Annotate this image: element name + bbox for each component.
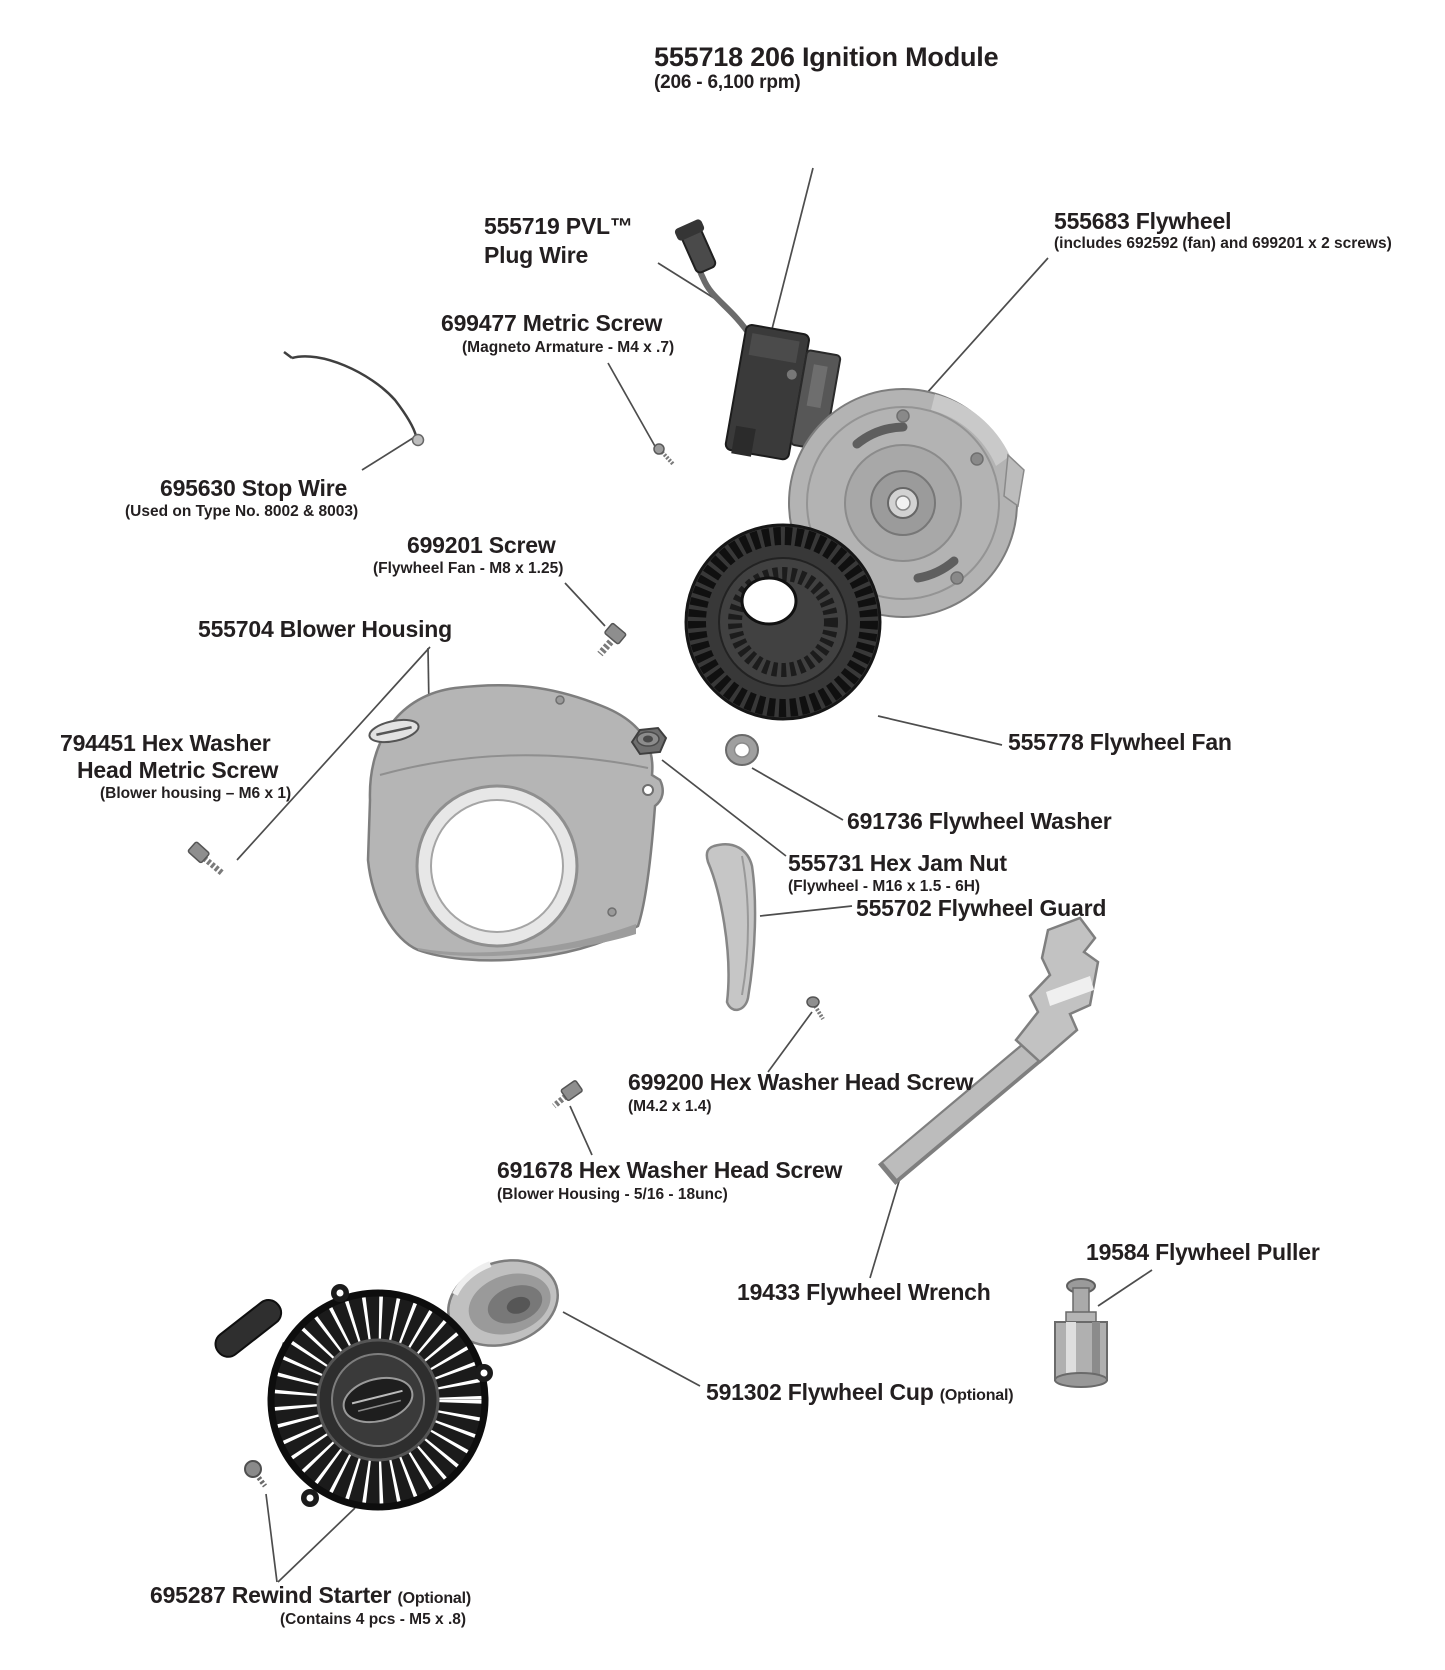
label-hex-jam-nut-sub: (Flywheel - M16 x 1.5 - 6H) bbox=[788, 878, 981, 895]
leader-lines bbox=[236, 167, 1153, 1583]
label-rewind-starter: 695287 Rewind Starter (Optional) bbox=[150, 1583, 471, 1608]
flywheel-puller-drawing bbox=[1054, 1278, 1108, 1388]
label-flywheel-fan: 555778 Flywheel Fan bbox=[1008, 729, 1232, 755]
leader-flywheel-puller bbox=[1097, 1269, 1153, 1307]
blower-housing-drawing bbox=[366, 683, 664, 962]
leader-flywheel-guard bbox=[759, 905, 853, 917]
label-flywheel: 555683 Flywheel bbox=[1054, 208, 1232, 234]
leader-screw-691678 bbox=[569, 1105, 593, 1156]
leader-rewind-starter bbox=[277, 1507, 356, 1583]
screw-699477-drawing bbox=[653, 443, 675, 466]
leader-hex-jam-nut bbox=[661, 759, 787, 857]
label-plug-wire-line2: Plug Wire bbox=[484, 242, 589, 268]
diagram-title: 555718 206 Ignition Module bbox=[654, 42, 999, 72]
hex-jam-nut-drawing bbox=[630, 726, 668, 756]
leader-plug-wire bbox=[657, 262, 718, 301]
ignition-module-drawing bbox=[674, 219, 842, 461]
leader-stop-wire bbox=[361, 437, 414, 471]
rewind-starter-drawing bbox=[214, 1284, 493, 1511]
leader-screw-699477 bbox=[607, 362, 657, 449]
leader-flywheel-cup bbox=[562, 1311, 701, 1387]
leader-flywheel-fan bbox=[877, 715, 1003, 746]
leader-flywheel-wrench bbox=[869, 1177, 901, 1279]
label-flywheel-cup-text: 591302 Flywheel Cup bbox=[706, 1379, 934, 1405]
screw-699200-drawing bbox=[806, 996, 825, 1021]
flywheel-wrench-drawing bbox=[877, 916, 1100, 1186]
label-flywheel-wrench: 19433 Flywheel Wrench bbox=[737, 1279, 991, 1305]
label-rewind-starter-sub: (Contains 4 pcs - M5 x .8) bbox=[280, 1611, 467, 1628]
leader-flywheel bbox=[925, 257, 1049, 395]
label-stop-wire: 695630 Stop Wire bbox=[160, 475, 348, 501]
label-flywheel-puller: 19584 Flywheel Puller bbox=[1086, 1239, 1320, 1265]
label-flywheel-sub: (includes 692592 (fan) and 699201 x 2 sc… bbox=[1054, 235, 1392, 252]
label-screw-794451-sub: (Blower housing – M6 x 1) bbox=[100, 785, 292, 802]
screw-691678-drawing bbox=[552, 1080, 583, 1109]
label-rewind-starter-text: 695287 Rewind Starter bbox=[150, 1582, 392, 1608]
leader-flywheel-washer bbox=[751, 767, 844, 821]
label-rewind-starter-optional: (Optional) bbox=[397, 1590, 472, 1607]
leader-screw-699201 bbox=[564, 582, 606, 627]
flywheel-washer-drawing bbox=[725, 734, 759, 766]
label-blower-housing: 555704 Blower Housing bbox=[198, 616, 452, 642]
label-flywheel-cup: 591302 Flywheel Cup (Optional) bbox=[706, 1379, 1014, 1405]
label-flywheel-cup-optional: (Optional) bbox=[939, 1387, 1014, 1404]
label-stop-wire-sub: (Used on Type No. 8002 & 8003) bbox=[125, 503, 359, 520]
label-screw-699200-sub: (M4.2 x 1.4) bbox=[628, 1098, 712, 1115]
leader-screw-794451 bbox=[236, 646, 431, 861]
diagram-title-sub: (206 - 6,100 rpm) bbox=[654, 72, 801, 93]
screw-794451-drawing bbox=[187, 841, 224, 876]
label-screw-794451-line2: Head Metric Screw bbox=[77, 757, 279, 783]
flywheel-fan-drawing bbox=[684, 523, 882, 721]
stop-wire-drawing bbox=[283, 351, 425, 447]
label-screw-699477: 699477 Metric Screw bbox=[441, 310, 663, 336]
label-flywheel-washer: 691736 Flywheel Washer bbox=[847, 808, 1112, 834]
label-hex-jam-nut: 555731 Hex Jam Nut bbox=[788, 850, 1007, 876]
label-screw-691678-sub: (Blower Housing - 5/16 - 18unc) bbox=[497, 1186, 728, 1203]
label-screw-691678: 691678 Hex Washer Head Screw bbox=[497, 1157, 843, 1183]
label-plug-wire-line1: 555719 PVL™ bbox=[484, 213, 633, 239]
label-flywheel-guard: 555702 Flywheel Guard bbox=[856, 895, 1107, 921]
label-screw-699477-sub: (Magneto Armature - M4 x .7) bbox=[462, 339, 675, 356]
screw-rewind-drawing bbox=[244, 1460, 267, 1488]
label-screw-699201-sub: (Flywheel Fan - M8 x 1.25) bbox=[373, 560, 564, 577]
label-screw-794451-line1: 794451 Hex Washer bbox=[60, 730, 271, 756]
flywheel-cup-drawing bbox=[447, 1259, 559, 1347]
label-screw-699200: 699200 Hex Washer Head Screw bbox=[628, 1069, 974, 1095]
leader-ignition-module bbox=[770, 167, 814, 334]
leader-rewind-screw bbox=[265, 1493, 278, 1583]
screw-699201-drawing bbox=[597, 622, 627, 657]
leader-screw-699200 bbox=[767, 1011, 813, 1073]
flywheel-guard-drawing bbox=[705, 843, 757, 1011]
label-screw-699201: 699201 Screw bbox=[407, 532, 556, 558]
